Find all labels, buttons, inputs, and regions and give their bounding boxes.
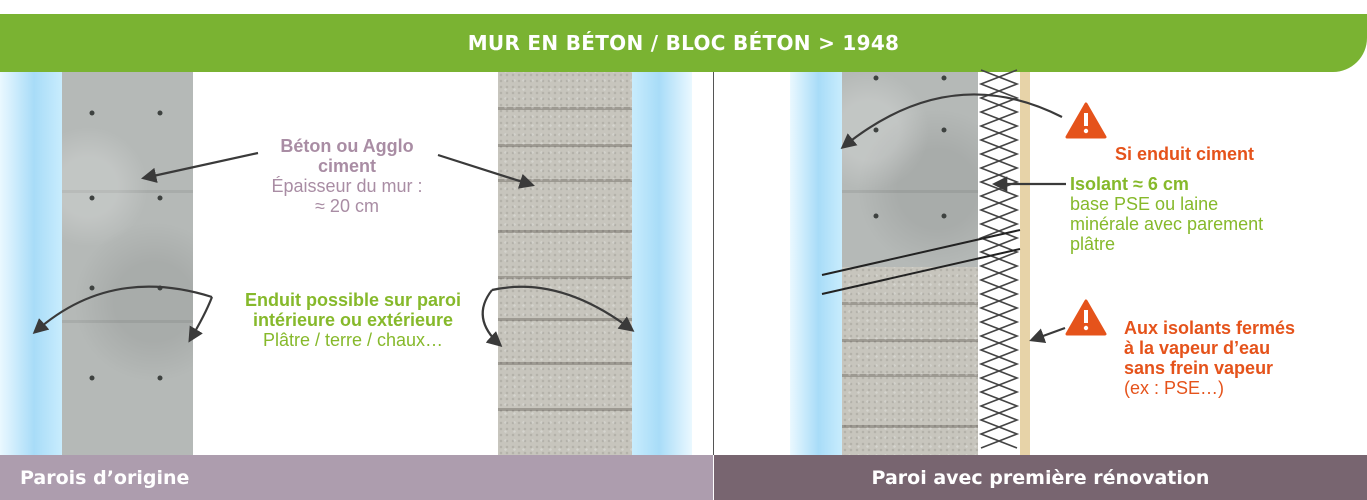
insulation-zigzag-icon [981,70,1017,448]
coating-title-line1: Enduit possible sur paroi [218,290,488,310]
wall-material-label: Béton ou Agglo ciment Épaisseur du mur :… [262,136,432,216]
insulation-title: Isolant ≈ 6 cm [1070,174,1310,194]
coating-label: Enduit possible sur paroi intérieure ou … [218,290,488,350]
footer-right-label: Paroi avec première rénovation [872,467,1210,489]
warning-icon [1067,301,1105,334]
footer-left: Parois d’origine [0,455,713,500]
coating-title-line2: intérieure ou extérieure [218,310,488,330]
wall-thickness-line2: ≈ 20 cm [262,196,432,216]
warning-vapour-line2: à la vapeur d’eau [1124,338,1354,358]
warning-icon [1067,104,1105,137]
warning-vapour-example: (ex : PSE…) [1124,378,1354,398]
insulation-line1: base PSE ou laine [1070,194,1310,214]
footer-right: Paroi avec première rénovation [714,455,1367,500]
warning-cement-label: Si enduit ciment [1115,144,1254,164]
footer-left-label: Parois d’origine [20,467,189,489]
insulation-line3: plâtre [1070,234,1310,254]
wall-material-title: Béton ou Agglo ciment [262,136,432,176]
warning-vapour-label: Aux isolants fermés à la vapeur d’eau sa… [1124,318,1354,398]
wall-thickness-line1: Épaisseur du mur : [262,176,432,196]
warning-vapour-line3: sans frein vapeur [1124,358,1354,378]
insulation-line2: minérale avec parement [1070,214,1310,234]
insulation-label: Isolant ≈ 6 cm base PSE ou laine minéral… [1070,174,1310,254]
coating-materials: Plâtre / terre / chaux… [218,330,488,350]
warning-vapour-line1: Aux isolants fermés [1124,318,1354,338]
